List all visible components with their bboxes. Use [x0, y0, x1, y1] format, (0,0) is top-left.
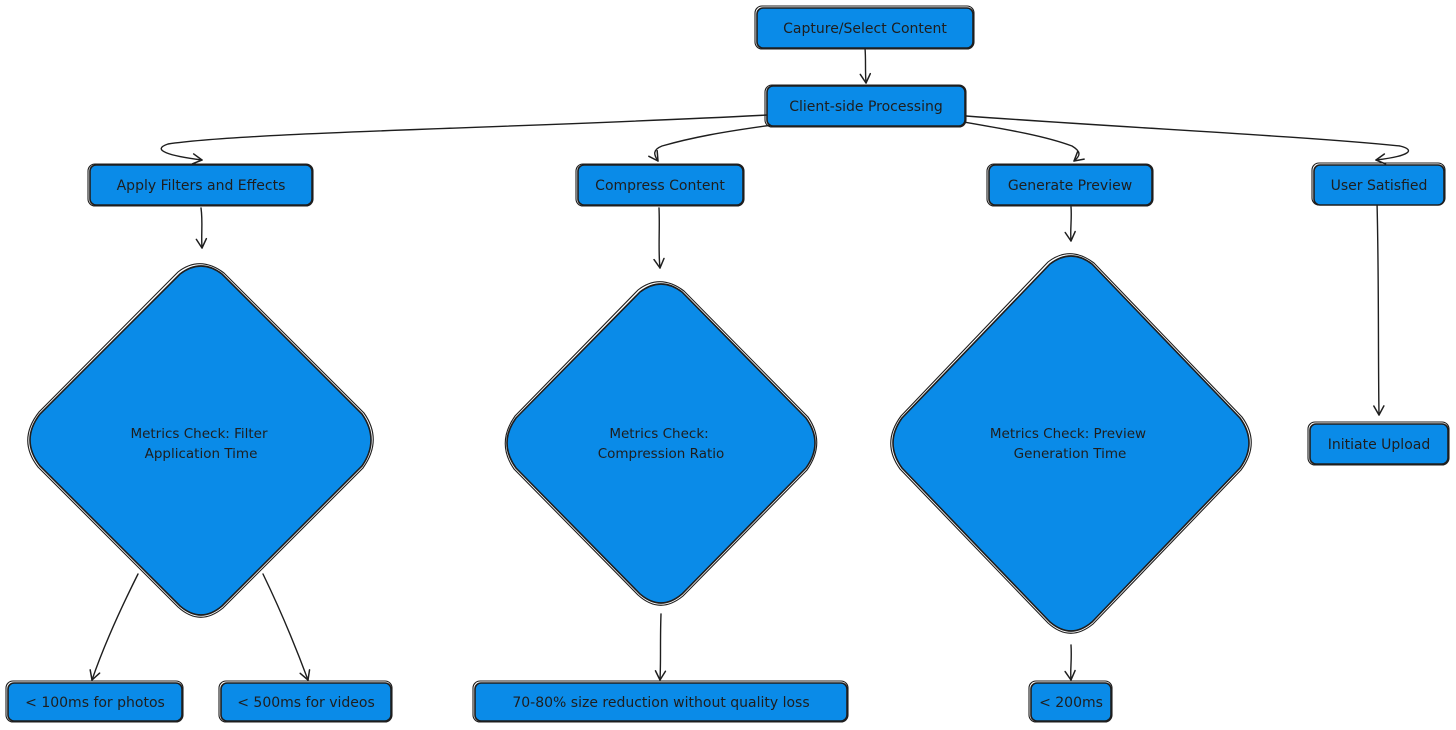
node-client-processing: Client-side Processing: [764, 84, 967, 128]
node-photos-target: < 100ms for photos: [5, 680, 184, 723]
edge-filtermetrics-to-photos: [89, 573, 139, 681]
compress-box: [577, 164, 744, 206]
metrics-filter-diamond: [29, 265, 372, 616]
preview-target-box: [1030, 682, 1112, 722]
edge-previewmetrics-to-target: [1064, 644, 1076, 681]
capture-box: [756, 7, 974, 49]
compress-label: Compress Content: [595, 178, 725, 194]
initiate-upload-box: [1309, 423, 1449, 465]
metrics-preview-label-line2: Generation Time: [1014, 446, 1127, 462]
user-satisfied-label: User Satisfied: [1331, 178, 1428, 194]
edge-filters-to-metrics: [195, 207, 208, 249]
metrics-preview-label-line1: Metrics Check: Preview: [990, 426, 1146, 442]
generate-preview-box: [988, 164, 1153, 206]
edge-filtermetrics-to-videos: [262, 573, 311, 681]
videos-target-box: [220, 682, 392, 722]
node-videos-target: < 500ms for videos: [218, 680, 393, 723]
edge-compmetrics-to-target: [654, 613, 667, 681]
metrics-compression-label-line2: Compression Ratio: [598, 446, 725, 462]
generate-preview-label: Generate Preview: [1008, 178, 1132, 194]
edge-capture-to-processing: [859, 47, 872, 84]
client-processing-label: Client-side Processing: [789, 99, 942, 115]
node-generate-preview: Generate Preview: [986, 163, 1154, 207]
node-preview-target: < 200ms: [1028, 680, 1113, 723]
metrics-filter-label-line2: Application Time: [145, 446, 258, 462]
node-compression-target: 70-80% size reduction without quality lo…: [472, 680, 849, 723]
videos-target-label: < 500ms for videos: [237, 695, 375, 711]
capture-label: Capture/Select Content: [783, 21, 947, 37]
edge-satisfied-to-upload: [1373, 201, 1385, 416]
apply-filters-label: Apply Filters and Effects: [117, 178, 286, 194]
node-user-satisfied: User Satisfied: [1311, 162, 1446, 206]
edge-processing-to-satisfied: [965, 115, 1410, 165]
node-capture: Capture/Select Content: [754, 5, 975, 50]
compression-target-box: [474, 682, 848, 722]
node-metrics-preview: Metrics Check: Preview Generation Time: [890, 253, 1252, 634]
metrics-compression-diamond: [506, 283, 816, 604]
apply-filters-box: [89, 164, 313, 206]
edge-compress-to-metrics: [653, 207, 665, 269]
initiate-upload-label: Initiate Upload: [1328, 437, 1430, 453]
edges: [89, 47, 1410, 681]
metrics-preview-diamond: [892, 255, 1250, 632]
node-metrics-filter: Metrics Check: Filter Application Time: [27, 263, 374, 618]
metrics-compression-label-line1: Metrics Check:: [609, 426, 708, 442]
edge-processing-to-preview: [963, 121, 1085, 162]
edge-processing-to-filters: [160, 114, 769, 165]
photos-target-label: < 100ms for photos: [25, 695, 165, 711]
photos-target-box: [7, 682, 183, 722]
compression-target-label: 70-80% size reduction without quality lo…: [512, 695, 809, 711]
node-compress: Compress Content: [575, 163, 745, 207]
metrics-filter-label-line1: Metrics Check: Filter: [130, 426, 268, 442]
edge-preview-to-metrics: [1064, 206, 1076, 242]
node-initiate-upload: Initiate Upload: [1307, 421, 1450, 466]
preview-target-label: < 200ms: [1039, 695, 1103, 711]
node-apply-filters: Apply Filters and Effects: [87, 163, 314, 207]
edge-processing-to-compress: [648, 123, 781, 162]
node-metrics-compression: Metrics Check: Compression Ratio: [504, 281, 818, 606]
client-processing-box: [766, 85, 966, 127]
